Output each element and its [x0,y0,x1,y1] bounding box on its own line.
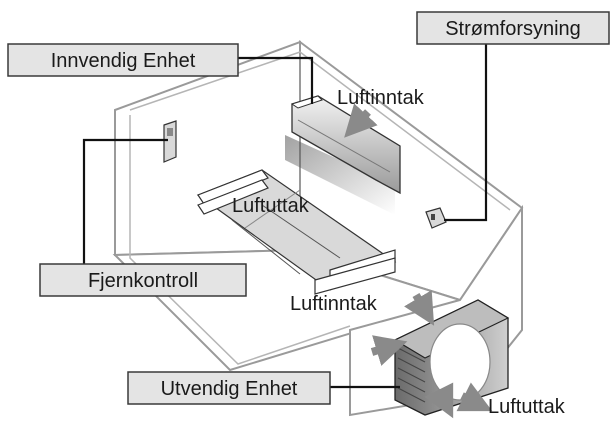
airflow-arrow-icon [344,103,378,138]
airflow-arrows [344,103,493,419]
leader-lines [82,44,488,389]
indoor-unit-shadow [285,135,395,215]
leader-remote-control [82,138,168,264]
airflow-arrow-icon [456,382,493,412]
sofa [196,169,397,295]
wall-bottom-edge [129,115,351,365]
wall-top-edge [129,51,511,211]
leader-power-supply [444,44,488,222]
annotation-indoor-air-outlet: Luftuttak [232,195,310,217]
label-outdoor-unit-text: Utvendig Enhet [161,378,298,400]
remote-control-unit [163,120,177,163]
outlet-body [425,207,447,229]
airflow-arrow-icon [404,290,435,326]
remote-body [163,120,177,163]
label-remote-control: Fjernkontroll [39,263,247,297]
indoor-unit-graphic [285,95,401,215]
label-power-supply: Strømforsyning [416,11,610,45]
annotation-indoor-air-intake: Luftinntak [337,87,425,109]
label-indoor-unit-text: Innvendig Enhet [51,50,196,72]
airflow-arrow-icon [424,382,454,419]
label-indoor-unit: Innvendig Enhet [7,43,239,77]
label-outdoor-unit: Utvendig Enhet [127,371,331,405]
leader-indoor-unit [238,56,314,104]
annotation-outdoor-air-intake: Luftinntak [290,293,378,315]
outdoor-fan-grille [429,323,491,401]
label-power-supply-text: Strømforsyning [445,18,581,40]
annotation-outdoor-air-outlet: Luftuttak [488,396,566,418]
label-remote-control-text: Fjernkontroll [88,270,198,292]
power-outlet [425,207,447,229]
airflow-arrow-icon [370,335,408,366]
